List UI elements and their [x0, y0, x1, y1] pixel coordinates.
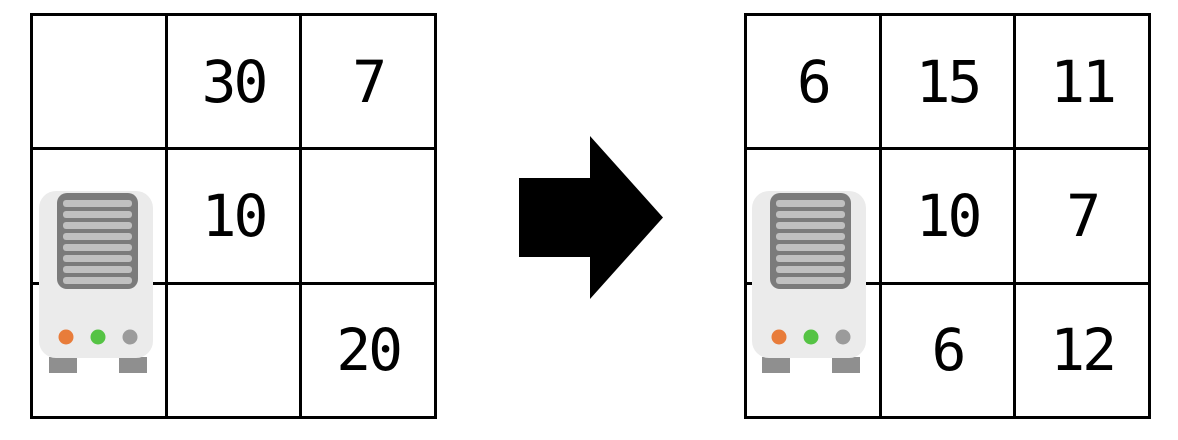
- server-icon: [39, 189, 153, 377]
- grid-cell: 15: [881, 16, 1014, 148]
- grid-cell: [302, 150, 434, 282]
- left-grid: 30 7 10 20: [30, 13, 437, 419]
- grid-cell: 7: [302, 16, 434, 148]
- grid-cell: 6: [747, 16, 879, 148]
- right-arrow-shape: [519, 136, 663, 299]
- grid-cell: 7: [1016, 150, 1148, 282]
- grid-cell: 11: [1016, 16, 1148, 148]
- grid-cell: 30: [167, 16, 300, 148]
- grid-cell: 6: [881, 284, 1014, 416]
- grid-cell: [33, 16, 165, 148]
- grid-cell: 20: [302, 284, 434, 416]
- grid-cell: 12: [1016, 284, 1148, 416]
- grid-cell: 10: [881, 150, 1014, 282]
- right-arrow-icon: [519, 136, 663, 299]
- server-icon: [752, 189, 866, 377]
- grid-cell: [167, 284, 300, 416]
- grid-cell: 10: [167, 150, 300, 282]
